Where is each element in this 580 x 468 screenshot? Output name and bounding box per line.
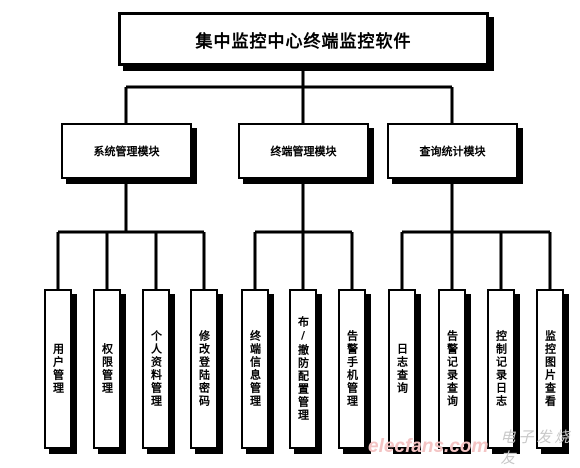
root-node: 集中监控中心终端监控软件 <box>118 12 489 66</box>
watermark-logo: elecfans.com <box>368 436 489 457</box>
leaf-alarm-record-query: 告警记录查询 <box>438 289 466 449</box>
leaf-label: 日志查询 <box>395 343 409 395</box>
leaf-control-record-log: 控制记录日志 <box>487 289 515 449</box>
module-system-management: 系统管理模块 <box>61 123 192 179</box>
leaf-label: 告警记录查询 <box>445 330 459 408</box>
leaf-label: 修改登陆密码 <box>197 330 211 408</box>
module-label: 查询统计模块 <box>419 145 486 158</box>
leaf-label: 个人资料管理 <box>149 330 163 408</box>
module-terminal-management: 终端管理模块 <box>238 123 369 179</box>
leaf-label: 控制记录日志 <box>494 330 508 408</box>
leaf-label: 用户管理 <box>51 343 65 395</box>
leaf-label: 布/撤防配置管理 <box>296 316 310 422</box>
leaf-terminal-info-management: 终端信息管理 <box>241 289 269 449</box>
leaf-change-password: 修改登陆密码 <box>190 289 218 449</box>
leaf-label: 权限管理 <box>100 343 114 395</box>
module-query-statistics: 查询统计模块 <box>387 123 518 179</box>
leaf-arm-disarm-config: 布/撤防配置管理 <box>289 289 317 449</box>
root-title: 集中监控中心终端监控软件 <box>195 31 412 52</box>
leaf-personal-info-management: 个人资料管理 <box>142 289 170 449</box>
leaf-label: 监控图片查看 <box>543 330 557 408</box>
leaf-user-management: 用户管理 <box>44 289 72 449</box>
leaf-log-query: 日志查询 <box>388 289 416 449</box>
leaf-label: 终端信息管理 <box>248 330 262 408</box>
leaf-permission-management: 权限管理 <box>93 289 121 449</box>
module-label: 系统管理模块 <box>93 145 160 158</box>
watermark-cn: 电子发烧友 <box>500 428 573 467</box>
leaf-monitor-image-view: 监控图片查看 <box>536 289 564 449</box>
module-label: 终端管理模块 <box>270 145 337 158</box>
leaf-alarm-phone-management: 告警手机管理 <box>338 289 366 449</box>
leaf-label: 告警手机管理 <box>345 330 359 408</box>
watermark: elecfans.com 电子发烧友 <box>368 428 573 467</box>
